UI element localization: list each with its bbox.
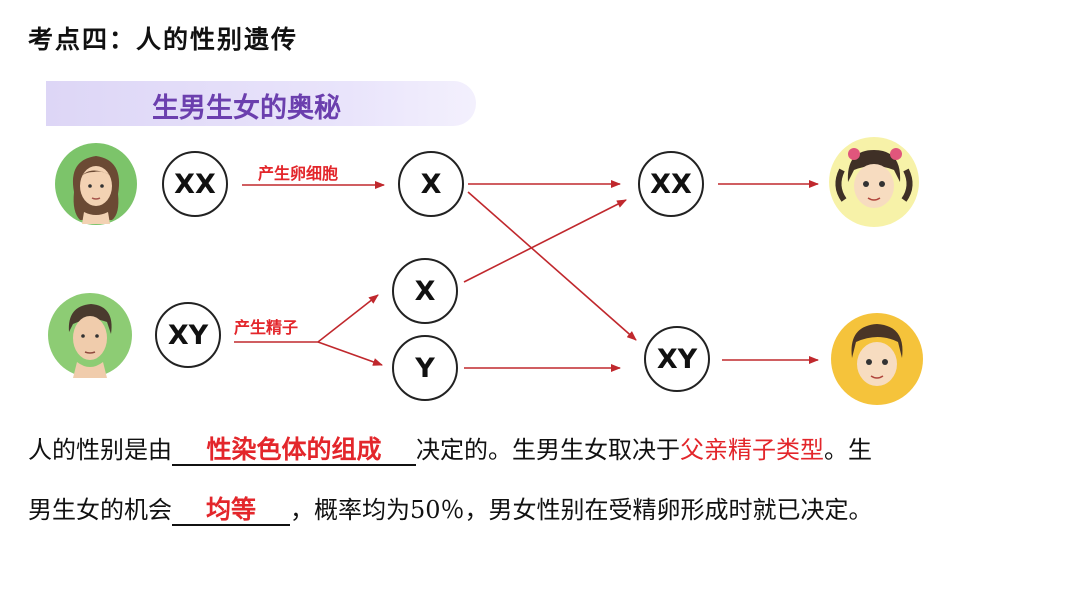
text-2a: 男生女的机会 [28,496,172,524]
egg-chromosome: X [420,168,442,200]
father-genotype: XY [167,319,209,351]
text-1a: 人的性别是由 [28,436,172,464]
answer-blank-1: 性染色体的组成 [172,436,416,466]
boy-genotype: XY [656,343,698,375]
banner-title: 生男生女的奥秘 [152,93,341,124]
text-1b: 决定的。生男生女取决于 [416,436,680,464]
sperm-y-circle: Y [392,335,458,401]
arrow-spermx-girl [463,199,627,283]
mother-genotype-circle: XX [162,151,228,217]
girl-avatar-icon [829,137,919,227]
text-2b: ，概率均为50％，男女性别在受精卵形成时就已决定。 [290,496,873,524]
conclusion-line-2: 男生女的机会 均等 ，概率均为50％，男女性别在受精卵形成时就已决定。 [28,490,873,526]
conclusion-line-1: 人的性别是由 性染色体的组成 决定的。生男生女取决于父亲精子类型。生 [28,430,872,466]
girl-zygote-circle: XX [638,151,704,217]
sperm-y-chromosome: Y [415,352,435,384]
section-heading: 考点四：人的性别遗传 [28,25,299,54]
label-produce-egg: 产生卵细胞 [258,164,339,183]
mother-genotype: XX [174,168,216,200]
title-banner [46,81,476,126]
label-produce-sperm: 产生精子 [234,318,299,337]
sperm-x-chromosome: X [414,275,436,307]
father-genotype-circle: XY [155,302,221,368]
sperm-x-circle: X [392,258,458,324]
father-avatar-icon [48,293,132,378]
answer-blank-2: 均等 [172,496,290,526]
text-father-sperm-type: 父亲精子类型 [680,436,824,464]
boy-avatar-icon [831,313,923,405]
arrow-father-sperm-y [317,341,383,366]
answer-sex-chromosome: 性染色体的组成 [206,435,382,464]
girl-genotype: XX [650,168,692,200]
text-1c: 。生 [824,436,872,464]
mother-avatar-icon [55,143,137,225]
answer-equal: 均等 [205,495,256,524]
arrow-egg-boy [467,191,637,341]
egg-circle: X [398,151,464,217]
boy-zygote-circle: XY [644,326,710,392]
